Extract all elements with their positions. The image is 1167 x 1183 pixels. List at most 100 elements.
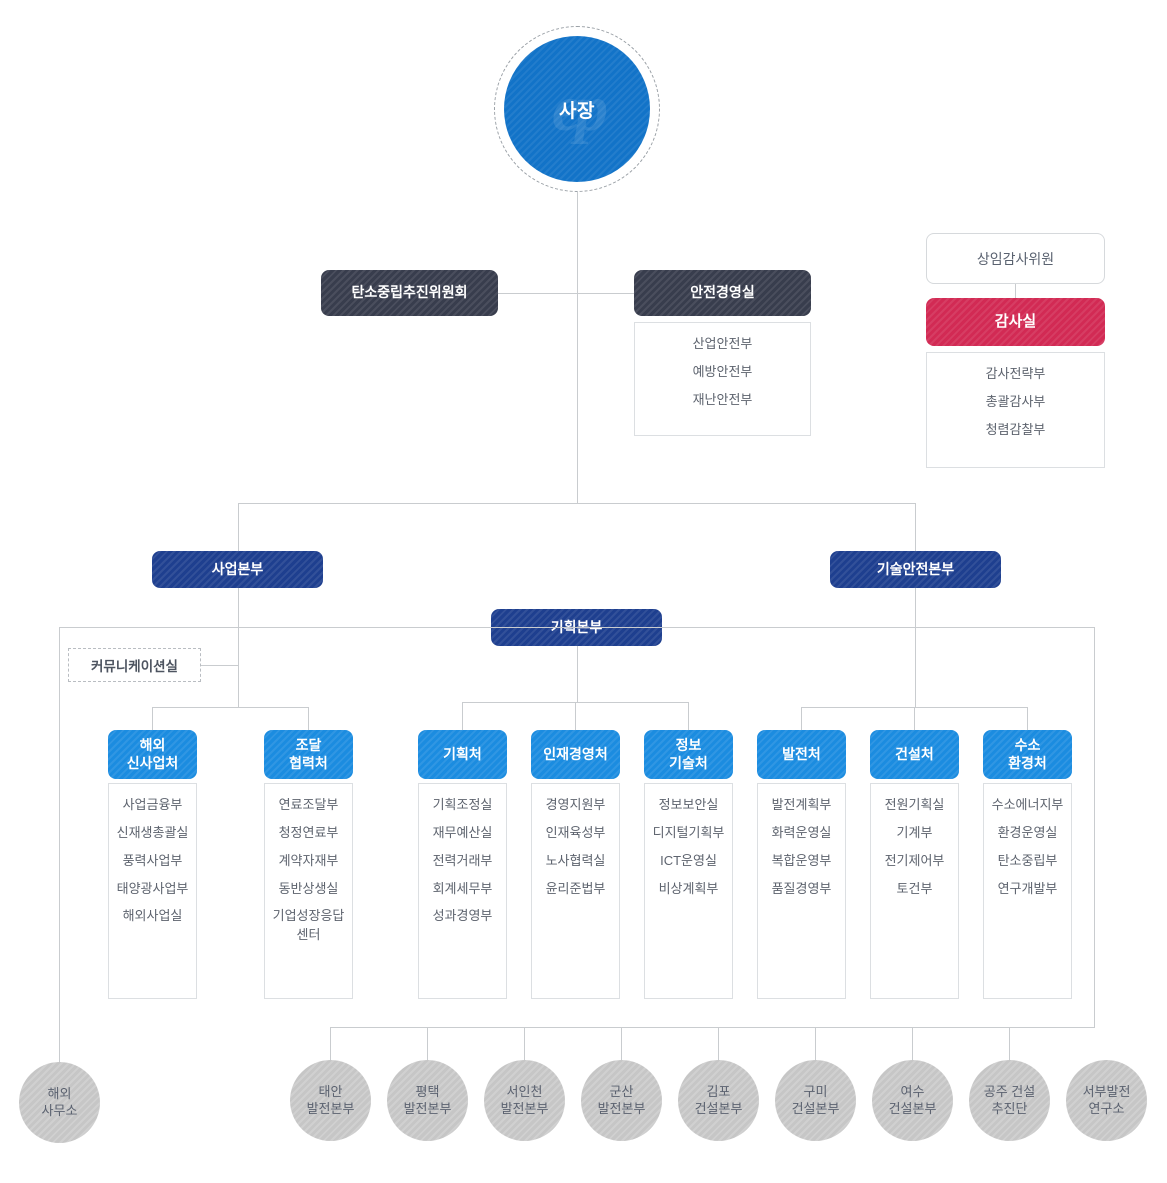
- division-panel-overseas-newbiz: 사업금융부 신재생총괄실 풍력사업부 태양광사업부 해외사업실: [108, 783, 197, 999]
- division-panel-hydrogen-environment: 수소에너지부 환경운영실 탄소중립부 연구개발부: [983, 783, 1072, 999]
- field-unit-line2: 추진단: [991, 1100, 1028, 1116]
- division-label-line2: 기술처: [669, 754, 708, 771]
- division-node-hydrogen-environment[interactable]: 수소 환경처: [983, 730, 1072, 779]
- division-dept-item: 윤리준법부: [545, 880, 606, 896]
- division-dept-item: 기계부: [896, 824, 933, 840]
- division-panel-planning: 기획조정실 재무예산실 전력거래부 회계세무부 성과경영부: [418, 783, 507, 999]
- standing-auditor-label: 상임감사위원: [976, 250, 1055, 267]
- field-unit-line2: 사무소: [41, 1102, 78, 1118]
- field-unit-line2: 발전본부: [306, 1100, 355, 1116]
- field-unit-line2: 발전본부: [403, 1100, 452, 1116]
- division-panel-power-generation: 발전계획부 화력운영실 복합운영부 품질경영부: [757, 783, 846, 999]
- division-dept-item: 토건부: [896, 880, 933, 896]
- division-dept-item: 정보보안실: [658, 797, 719, 812]
- field-unit-line1: 구미: [803, 1083, 828, 1099]
- division-label-line1: 조달: [295, 737, 322, 754]
- division-dept-item: 연료조달부: [278, 797, 339, 812]
- audit-office-label: 감사실: [994, 312, 1037, 330]
- connector-hq-bus: [238, 503, 916, 504]
- safety-dept-item: 예방안전부: [692, 363, 753, 379]
- connector-div-drop-5: [801, 707, 802, 730]
- division-label-line1: 수소: [1014, 737, 1041, 754]
- division-dept-item: 전기제어부: [884, 852, 945, 868]
- field-unit-pyeongtaek[interactable]: 평택 발전본부: [387, 1060, 468, 1141]
- audit-dept-item: 총괄감사부: [985, 393, 1046, 409]
- connector-techsafety-down: [915, 588, 916, 707]
- safety-office-node[interactable]: 안전경영실: [634, 270, 811, 316]
- division-dept-item: 노사협력실: [545, 852, 606, 868]
- division-dept-item: 품질경영부: [771, 880, 832, 896]
- division-dept-item: 인재육성부: [545, 824, 606, 840]
- division-label-line2: 협력처: [289, 754, 328, 771]
- communication-office-node[interactable]: 커뮤니케이션실: [68, 648, 201, 682]
- connector-field-drop-4: [718, 1027, 719, 1062]
- field-unit-seoincheon[interactable]: 서인천 발전본부: [484, 1060, 565, 1141]
- ceo-node[interactable]: ep 사장: [504, 36, 650, 182]
- field-unit-line2: 건설본부: [694, 1100, 743, 1116]
- field-unit-yeosu[interactable]: 여수 건설본부: [872, 1060, 953, 1141]
- division-dept-item: 회계세무부: [432, 880, 493, 896]
- connector-field-units-bus: [330, 1027, 1095, 1028]
- audit-dept-item: 감사전략부: [985, 366, 1046, 381]
- division-node-procurement[interactable]: 조달 협력처: [264, 730, 353, 779]
- connector-div-drop-3: [575, 702, 576, 730]
- committee-carbon-neutral[interactable]: 탄소중립추진위원회: [321, 270, 498, 316]
- field-unit-line2: 건설본부: [791, 1100, 840, 1116]
- field-unit-line1: 해외: [47, 1085, 72, 1101]
- division-label-line1: 발전처: [782, 745, 821, 762]
- division-dept-item: 발전계획부: [771, 797, 832, 812]
- committee-label: 탄소중립추진위원회: [351, 284, 468, 301]
- hq-business-node[interactable]: 사업본부: [152, 551, 323, 588]
- field-unit-line1: 서부발전: [1082, 1083, 1131, 1099]
- division-node-construction[interactable]: 건설처: [870, 730, 959, 779]
- hq-planning-label: 기획본부: [550, 618, 603, 635]
- field-unit-gumi[interactable]: 구미 건설본부: [775, 1060, 856, 1141]
- standing-auditor-node[interactable]: 상임감사위원: [926, 233, 1105, 284]
- field-unit-gongju[interactable]: 공주 건설 추진단: [969, 1060, 1050, 1141]
- division-dept-item: 탄소중립부: [997, 852, 1058, 868]
- connector-div-drop-0: [152, 707, 153, 730]
- division-dept-item: 수소에너지부: [991, 797, 1064, 812]
- field-unit-line1: 군산: [609, 1083, 634, 1099]
- connector-ceo-vertical: [577, 192, 578, 503]
- division-dept-item: 복합운영부: [771, 852, 832, 868]
- field-unit-line1: 평택: [415, 1083, 440, 1099]
- division-label-line1: 기획처: [443, 745, 482, 762]
- field-unit-taean[interactable]: 태안 발전본부: [290, 1060, 371, 1141]
- field-unit-line2: 연구소: [1088, 1100, 1125, 1116]
- ceo-label: 사장: [559, 100, 595, 122]
- connector-hq-left-drop: [238, 503, 239, 551]
- field-unit-gimpo[interactable]: 김포 건설본부: [678, 1060, 759, 1141]
- division-dept-item: 사업금융부: [122, 797, 183, 812]
- field-unit-overseas-office[interactable]: 해외 사무소: [19, 1062, 100, 1143]
- field-unit-line2: 건설본부: [888, 1100, 937, 1116]
- division-node-power-generation[interactable]: 발전처: [757, 730, 846, 779]
- audit-office-node[interactable]: 감사실: [926, 298, 1105, 346]
- connector-auditor-to-office: [1015, 284, 1016, 298]
- connector-left-bracket-vertical: [59, 627, 60, 1067]
- division-node-planning[interactable]: 기획처: [418, 730, 507, 779]
- division-dept-item: 해외사업실: [122, 908, 183, 924]
- division-dept-item: ICT운영실: [660, 852, 717, 868]
- connector-planning-down: [577, 646, 578, 702]
- connector-field-drop-0: [330, 1027, 331, 1062]
- hq-tech-safety-node[interactable]: 기술안전본부: [830, 551, 1001, 588]
- division-dept-item: 비상계획부: [658, 880, 719, 896]
- connector-field-drop-6: [912, 1027, 913, 1062]
- connector-field-drop-2: [524, 1027, 525, 1062]
- division-panel-hr: 경영지원부 인재육성부 노사협력실 윤리준법부: [531, 783, 620, 999]
- connector-div-drop-7: [1027, 707, 1028, 730]
- field-unit-gunsan[interactable]: 군산 발전본부: [581, 1060, 662, 1141]
- division-node-hr[interactable]: 인재경영처: [531, 730, 620, 779]
- connector-right-bracket-vertical: [1094, 627, 1095, 1027]
- division-dept-item: 신재생총괄실: [116, 824, 189, 840]
- division-dept-item: 청정연료부: [278, 824, 339, 840]
- division-node-overseas-newbiz[interactable]: 해외 신사업처: [108, 730, 197, 779]
- division-node-it[interactable]: 정보 기술처: [644, 730, 733, 779]
- connector-hq-right-drop: [915, 503, 916, 551]
- division-label-line1: 건설처: [895, 745, 934, 762]
- division-label-line2: 환경처: [1008, 754, 1047, 771]
- field-unit-research-institute[interactable]: 서부발전 연구소: [1066, 1060, 1147, 1141]
- division-label-line1: 정보: [675, 737, 702, 754]
